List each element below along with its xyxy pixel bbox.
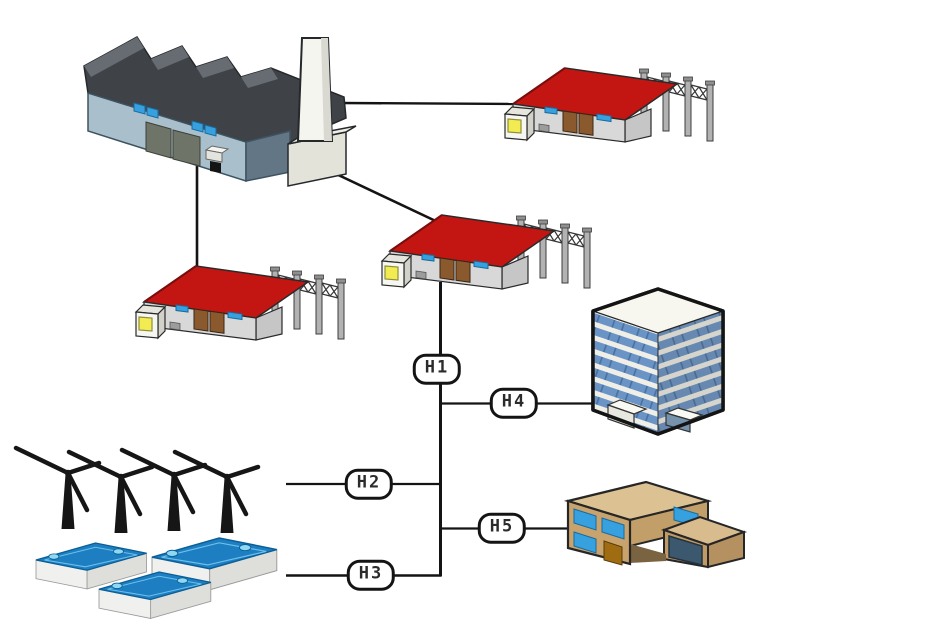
substation-icon (504, 67, 716, 143)
building-door (603, 540, 623, 566)
battery-storage-icon (35, 537, 278, 620)
link-label-h2: H2 (344, 468, 394, 500)
building-window (573, 531, 597, 554)
office-tower-icon (591, 287, 725, 436)
substation-icon (381, 214, 593, 290)
factory-door (172, 129, 201, 167)
factory-window (133, 102, 146, 115)
line-plant-to-right-substation (339, 101, 517, 106)
garage-door (668, 534, 703, 566)
link-label-h1: H1 (412, 353, 462, 385)
wind-farm-icon (16, 448, 258, 533)
factory-window (204, 124, 217, 137)
substation-icon (135, 265, 347, 341)
office-entrance (665, 412, 691, 433)
building-window (601, 517, 625, 540)
wind-turbine-icon (175, 452, 258, 533)
wind-turbine-icon (69, 452, 152, 533)
factory-door (145, 121, 172, 159)
building-window (573, 508, 597, 531)
low-rise-building-icon (563, 480, 748, 569)
factory-power-plant-icon (83, 36, 357, 187)
line-plant-to-mid-substation (331, 170, 443, 226)
link-label-h5: H5 (477, 512, 527, 544)
link-label-h4: H4 (489, 387, 539, 419)
link-label-h3: H3 (346, 559, 396, 591)
factory-window (191, 120, 204, 133)
factory-window (146, 106, 159, 119)
